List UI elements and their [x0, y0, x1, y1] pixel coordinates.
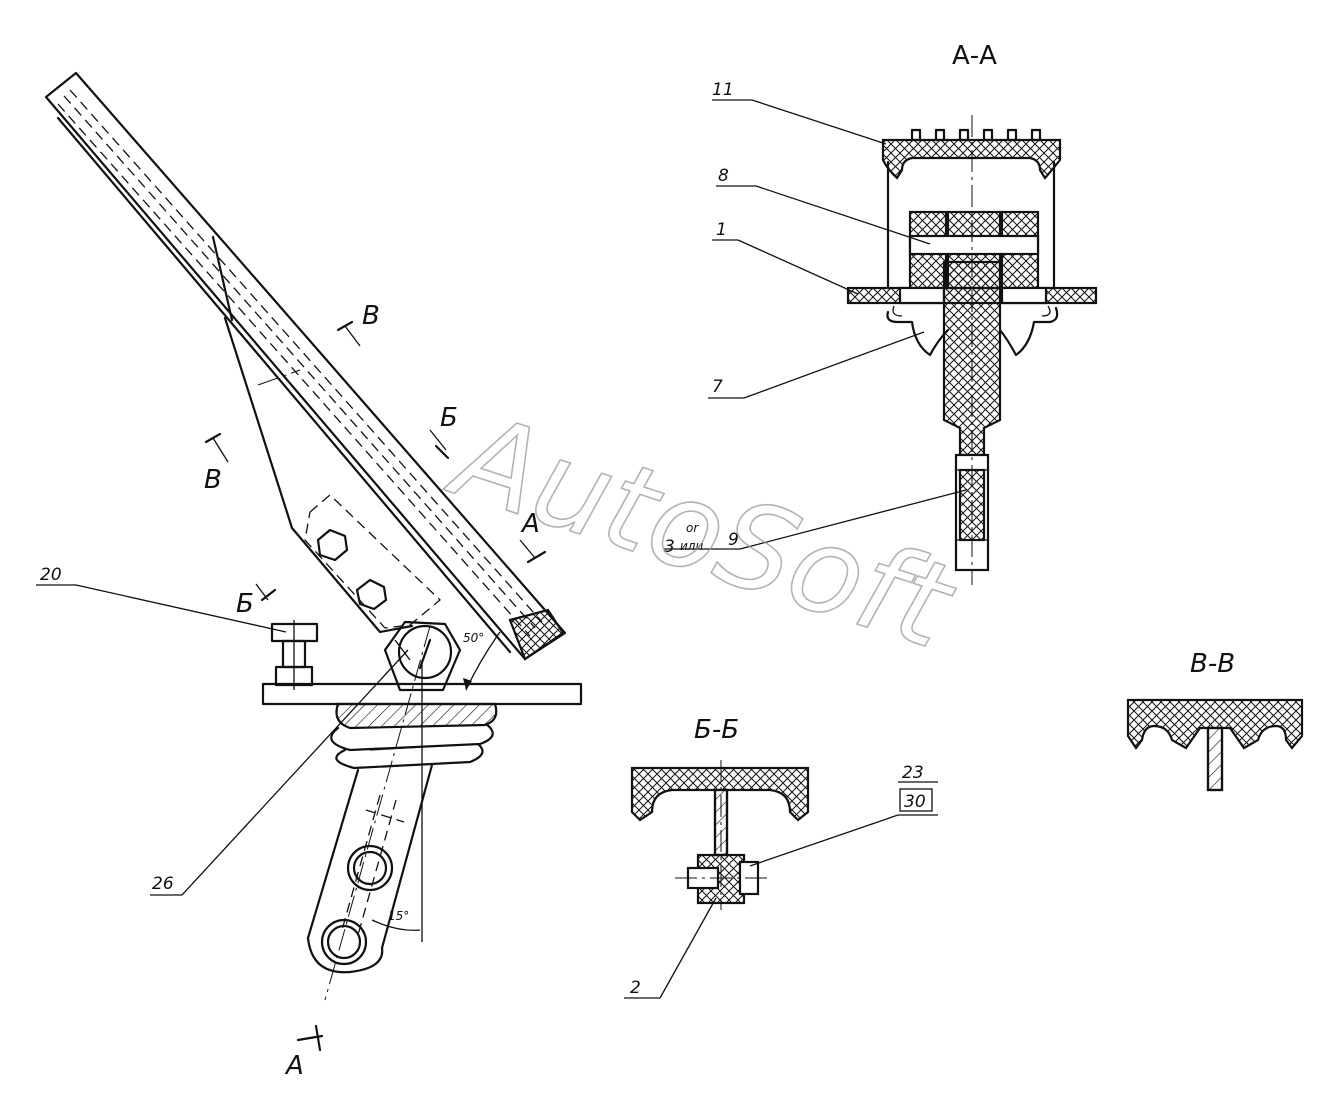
section-bb: Б-Б 2 23 30	[624, 715, 938, 999]
callout-9: 9	[728, 530, 739, 550]
bolt-head-upper	[316, 528, 349, 562]
cut-mark-v-bottom: В	[204, 465, 222, 495]
aa-pad-ribs	[910, 128, 1042, 142]
callout-20: 20	[40, 565, 62, 585]
lower-lever	[306, 625, 434, 1001]
vv-pedal-pad	[1126, 698, 1304, 750]
callout-1: 1	[716, 220, 727, 240]
section-aa: А-А	[664, 41, 1098, 585]
pivot-nut	[383, 620, 462, 692]
pedal-main-view: 50° 15° В В Б Б А А 20 26	[36, 71, 583, 1081]
pedal-arm	[44, 71, 567, 661]
pedal-bracket	[223, 316, 441, 634]
callout-8: 8	[718, 166, 729, 186]
aa-pedal-pad	[881, 138, 1062, 180]
callout-30-box	[899, 788, 933, 812]
leaders-bb: 2 23 30	[624, 763, 938, 999]
callout-2: 2	[630, 978, 641, 998]
section-bb-title: Б-Б	[694, 715, 739, 745]
callout-or: or	[686, 521, 699, 535]
callout-26: 26	[152, 874, 174, 894]
angle-15-label: 15°	[388, 909, 409, 923]
cut-mark-v-top: В	[362, 301, 380, 331]
cut-mark-b-top: Б	[440, 403, 458, 433]
cut-mark-b-bottom: Б	[236, 589, 254, 619]
bb-pedal-pad	[630, 766, 810, 822]
callout-11: 11	[712, 80, 734, 100]
cut-mark-a-top: А	[520, 509, 540, 539]
section-aa-title: А-А	[952, 41, 997, 71]
leaders-main-view: 20 26	[36, 565, 409, 896]
aa-pin	[908, 234, 1040, 256]
rubber-boot	[330, 702, 498, 770]
callout-3: 3	[664, 537, 675, 557]
callout-7: 7	[712, 377, 723, 397]
section-cut-marks: В В Б Б А А	[204, 301, 547, 1081]
section-vv-title: В-В	[1190, 649, 1235, 679]
callout-23: 23	[902, 763, 924, 783]
leaders-aa: 11 8 1 7 3 or или 9	[664, 80, 967, 557]
stop-bolt	[270, 620, 319, 690]
section-vv: В-В	[1126, 649, 1304, 792]
angle-50-label: 50°	[463, 631, 484, 645]
bolt-head-lower	[355, 578, 388, 611]
callout-ili: или	[680, 539, 703, 553]
angle-dimensions: 50° 15°	[371, 631, 501, 931]
cut-mark-a-bottom: А	[284, 1051, 304, 1081]
callout-30: 30	[904, 792, 926, 812]
